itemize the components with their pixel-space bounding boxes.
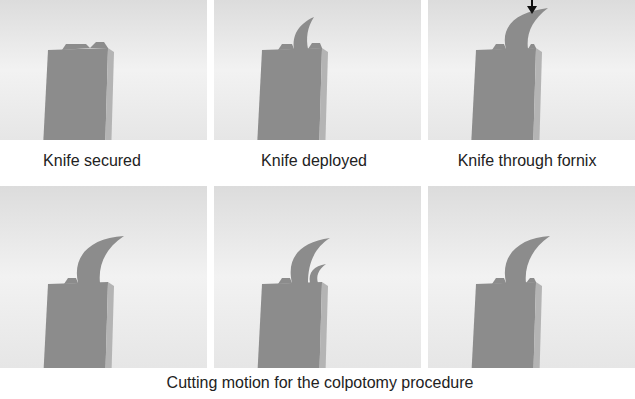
panel-label: Knife deployed [261,152,367,170]
panel-label: Knife through fornix [458,152,597,170]
panel-label: Knife secured [43,152,141,170]
force-arrow [527,6,537,14]
panel-cut-2 [214,186,421,399]
panel-cut-1 [0,186,207,399]
figure-caption: Cutting motion for the colpotomy procedu… [167,374,474,392]
panel-cut-3 [428,186,635,399]
